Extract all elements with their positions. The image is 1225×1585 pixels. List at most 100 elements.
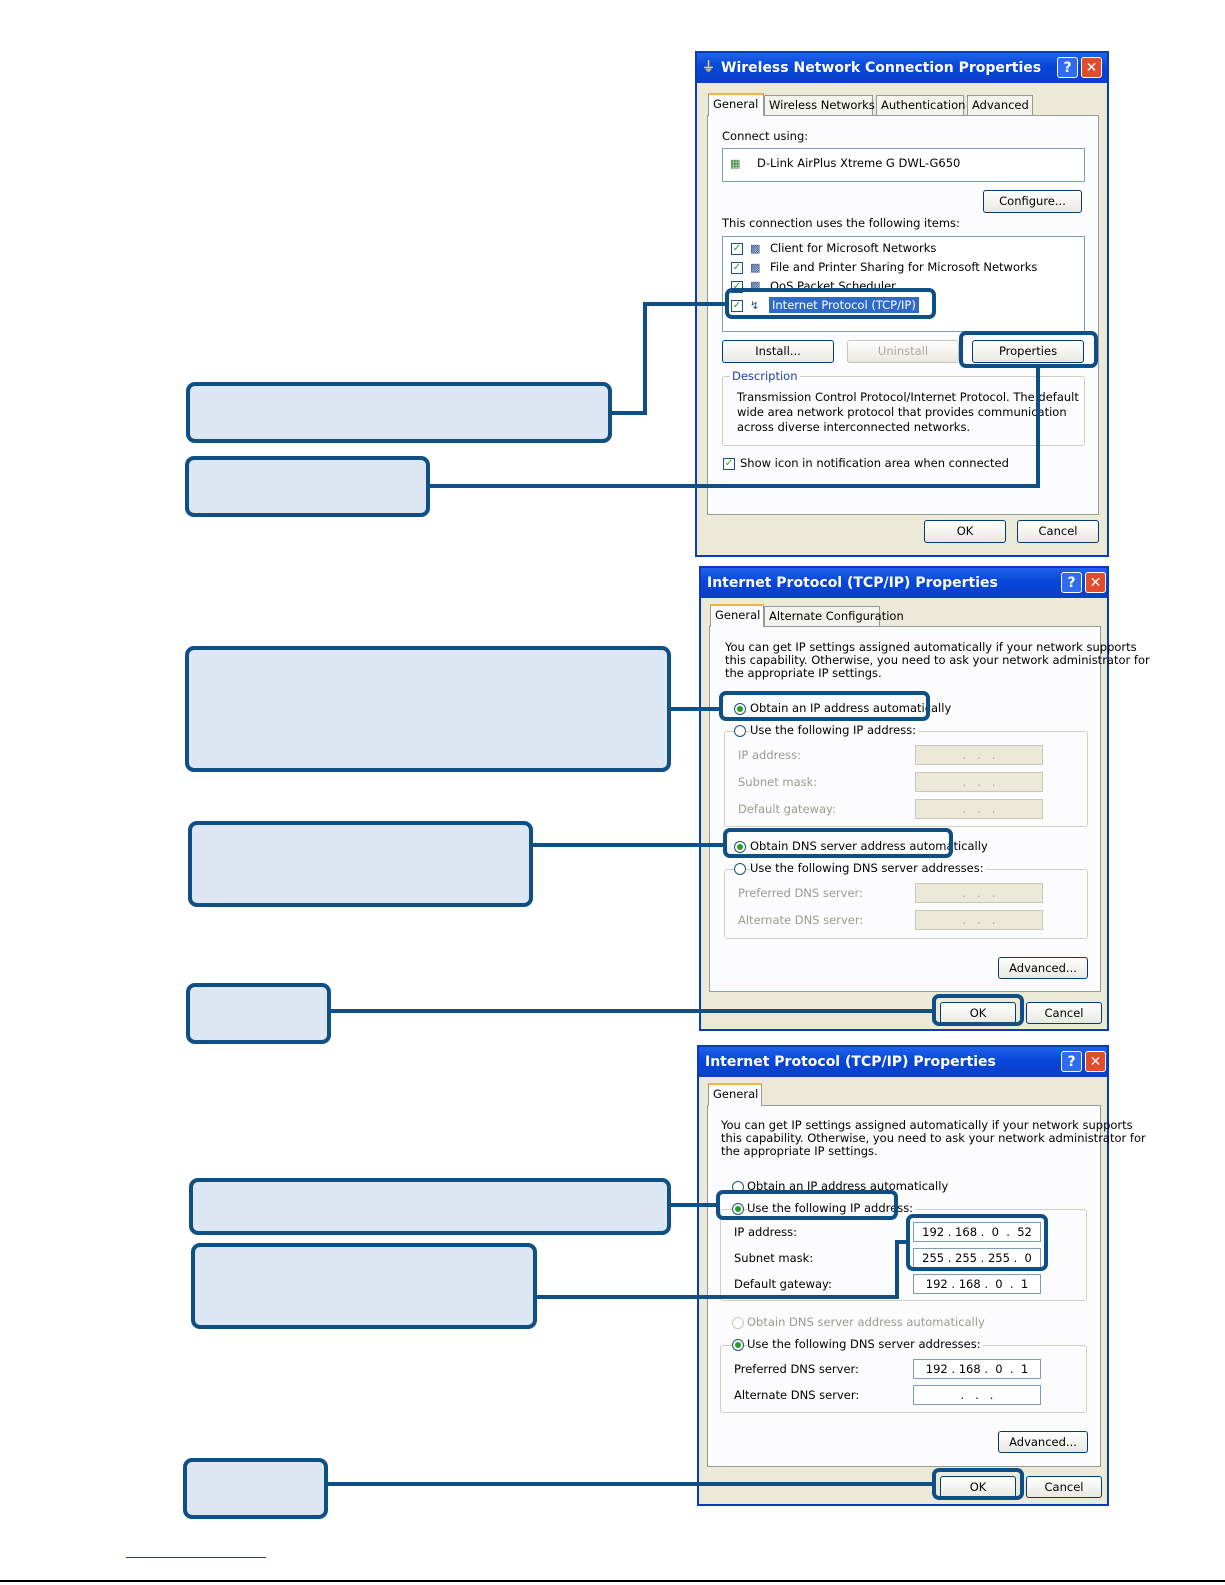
callout-box [185,456,430,517]
ip-address-field[interactable]: . . . [915,745,1043,765]
configure-button[interactable]: Configure... [983,190,1082,213]
item-checkbox[interactable]: ✓ [731,243,743,255]
use-ip-label[interactable]: Use the following IP address: [750,723,919,737]
use-ip-label[interactable]: Use the following IP address: [747,1201,916,1215]
intro-line: the appropriate IP settings. [725,666,882,680]
description-line: wide area network protocol that provides… [737,405,1067,419]
cancel-button[interactable]: Cancel [1026,1476,1102,1498]
protocol-icon: ↯ [750,299,760,312]
callout-box [189,1178,671,1235]
install-button[interactable]: Install... [722,340,834,363]
connector-line [668,707,721,711]
show-icon-label[interactable]: Show icon in notification area when conn… [740,456,1009,470]
tab-wireless-networks[interactable]: Wireless Networks [764,95,875,115]
close-icon[interactable]: ✕ [1081,57,1102,78]
tcpip-properties-dialog-static: Internet Protocol (TCP/IP) Properties ? … [697,1045,1146,1506]
alternate-dns-field[interactable]: . . . [913,1385,1041,1405]
tab-advanced[interactable]: Advanced [967,95,1033,115]
item-checkbox[interactable]: ✓ [731,262,743,274]
connector-line [643,302,727,306]
connector-line [1036,366,1040,488]
callout-box [188,821,533,907]
connector-line [535,1295,899,1299]
list-item[interactable]: File and Printer Sharing for Microsoft N… [770,260,1038,274]
tab-general[interactable]: General [708,93,764,116]
close-icon[interactable]: ✕ [1085,1051,1106,1072]
ip-address-label: IP address: [738,748,802,762]
default-gateway-field[interactable]: . . . [915,799,1043,819]
cancel-button[interactable]: Cancel [1017,520,1099,543]
dialog-title: Wireless Network Connection Properties [721,60,1042,76]
connector-line [325,1482,934,1486]
callout-box [186,382,612,443]
connector-line [329,1009,934,1013]
tab-alternate-configuration[interactable]: Alternate Configuration [764,606,904,626]
dialog-titlebar[interactable]: Internet Protocol (TCP/IP) Properties ? … [701,568,1107,598]
use-dns-label[interactable]: Use the following DNS server addresses: [747,1337,983,1351]
dialog-titlebar[interactable]: ⏚ Wireless Network Connection Properties… [697,53,1107,83]
connector-line [643,302,647,415]
uninstall-button[interactable]: Uninstall [847,340,959,363]
ip-address-label: IP address: [734,1225,798,1239]
use-dns-radio[interactable] [732,1339,744,1351]
tab-general[interactable]: General [710,604,764,627]
advanced-button[interactable]: Advanced... [998,957,1088,979]
subnet-mask-field[interactable]: . . . [915,772,1043,792]
list-item[interactable]: Client for Microsoft Networks [770,241,937,255]
dialog-title: Internet Protocol (TCP/IP) Properties [705,1054,996,1070]
ok-button[interactable]: OK [940,1476,1016,1498]
use-dns-radio[interactable] [734,863,746,875]
item-checkbox[interactable]: ✓ [731,300,743,312]
callout-box [191,1243,537,1329]
ok-button[interactable]: OK [924,520,1006,543]
help-icon[interactable]: ? [1061,1051,1082,1072]
connector-line [895,1240,899,1299]
computer-network-icon: ▩ [750,261,761,274]
tab-general[interactable]: General [708,1083,762,1106]
list-item-selected[interactable]: Internet Protocol (TCP/IP) [769,297,919,313]
general-panel: You can get IP settings assigned automat… [709,626,1150,992]
intro-line: this capability. Otherwise, you need to … [725,653,1150,667]
callout-box [185,646,671,772]
items-label: This connection uses the following items… [722,216,960,230]
help-icon[interactable]: ? [1057,57,1078,78]
help-icon[interactable]: ? [1061,572,1082,593]
callout-box [186,983,331,1044]
obtain-dns-label[interactable]: Obtain DNS server address automatically [750,839,988,853]
obtain-dns-label[interactable]: Obtain DNS server address automatically [747,1315,985,1329]
computer-network-icon: ▩ [750,242,761,255]
subnet-mask-label: Subnet mask: [734,1251,814,1265]
preferred-dns-field[interactable]: . . . [915,883,1043,903]
tcpip-properties-dialog-auto: Internet Protocol (TCP/IP) Properties ? … [699,566,1150,1031]
network-adapter-icon: ▦ [730,157,741,170]
dialog-title: Internet Protocol (TCP/IP) Properties [707,575,998,591]
tab-authentication[interactable]: Authentication [876,95,965,115]
obtain-ip-label[interactable]: Obtain an IP address automatically [747,1179,949,1193]
connector-line [428,484,1040,488]
wireless-properties-dialog: ⏚ Wireless Network Connection Properties… [695,51,1109,557]
obtain-dns-radio[interactable] [732,1317,744,1329]
preferred-dns-field[interactable]: 192 . 168 . 0 . 1 [913,1359,1041,1379]
cancel-button[interactable]: Cancel [1026,1002,1102,1024]
default-gateway-field[interactable]: 192 . 168 . 0 . 1 [913,1274,1041,1294]
properties-button[interactable]: Properties [972,340,1084,363]
dialog-titlebar[interactable]: Internet Protocol (TCP/IP) Properties ? … [699,1047,1107,1077]
close-icon[interactable]: ✕ [1085,572,1106,593]
obtain-dns-radio[interactable] [734,841,746,853]
default-gateway-label: Default gateway: [734,1277,832,1291]
network-connection-icon: ⏚ [702,60,716,75]
use-ip-radio[interactable] [732,1203,744,1215]
show-icon-checkbox[interactable]: ✓ [723,458,735,470]
highlight-obtain-ip [719,691,930,721]
subnet-mask-field[interactable]: 255 . 255 . 255 . 0 [913,1248,1041,1268]
use-ip-radio[interactable] [734,725,746,737]
advanced-button[interactable]: Advanced... [998,1431,1088,1453]
ip-address-field[interactable]: 192 . 168 . 0 . 52 [913,1222,1041,1242]
alternate-dns-field[interactable]: . . . [915,910,1043,930]
default-gateway-label: Default gateway: [738,802,836,816]
highlight-ok-button [932,1468,1024,1500]
use-dns-label[interactable]: Use the following DNS server addresses: [750,861,986,875]
obtain-ip-label[interactable]: Obtain an IP address automatically [750,701,952,715]
general-panel: You can get IP settings assigned automat… [707,1105,1146,1467]
obtain-ip-radio[interactable] [734,703,746,715]
